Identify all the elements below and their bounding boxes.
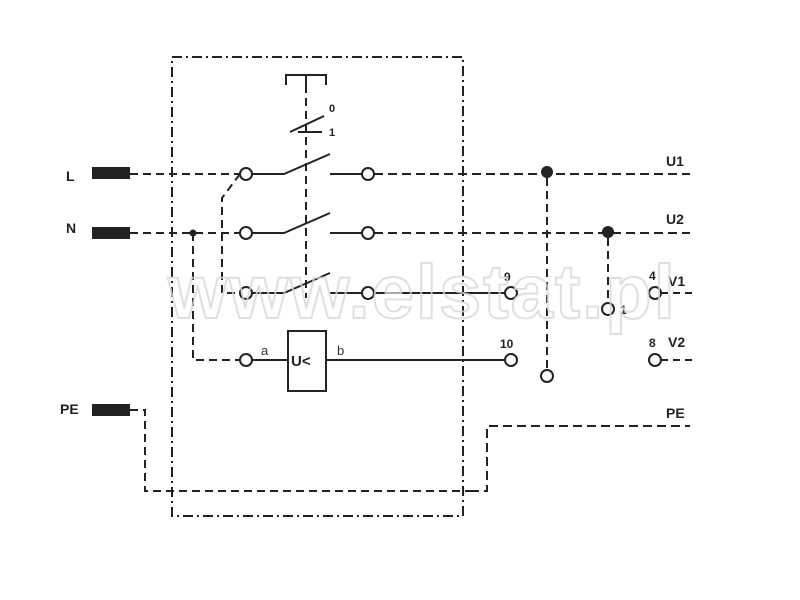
handle-icon: [285, 74, 327, 85]
terminal-9: [504, 286, 518, 300]
relay-pin-a: [239, 353, 253, 367]
undervoltage-relay: [287, 330, 327, 392]
wire-N-relay: [192, 233, 240, 361]
terminal-U1-drop: [540, 369, 554, 383]
label-t4: 4: [649, 269, 656, 283]
terminal-10: [504, 353, 518, 367]
label-pos-1: 1: [329, 127, 335, 139]
contact-N-right: [361, 226, 375, 240]
label-U1: U1: [666, 153, 684, 169]
label-V2: V2: [668, 334, 685, 350]
plug-N: [92, 227, 130, 239]
label-t9: 9: [504, 270, 511, 284]
label-U2: U2: [666, 211, 684, 227]
blade-2: [252, 212, 331, 234]
wire-L-jumper: [221, 173, 241, 294]
blade-3: [252, 272, 331, 294]
label-t1: 1: [620, 303, 627, 317]
lever-icon: [289, 115, 325, 133]
terminal-1: [601, 302, 615, 316]
label-PE-in: PE: [60, 401, 79, 417]
label-pos-0: 0: [329, 103, 335, 115]
junction-U1: [541, 166, 553, 178]
label-pin-b: b: [337, 343, 344, 358]
label-V1: V1: [668, 273, 685, 289]
relay-label: U<: [291, 353, 311, 370]
junction-N: [189, 229, 197, 237]
label-t10: 10: [500, 337, 514, 351]
label-N: N: [66, 220, 76, 236]
junction-U2: [602, 226, 614, 238]
terminal-8: [648, 353, 662, 367]
plug-L: [92, 167, 130, 179]
contact-L-left: [239, 167, 253, 181]
watermark: www.elstat.pl: [167, 250, 677, 335]
contact-L-right: [361, 167, 375, 181]
enclosure-border: [171, 56, 464, 517]
label-pin-a: a: [261, 343, 269, 358]
label-t8: 8: [649, 336, 656, 350]
wire-PE-out: [470, 425, 690, 492]
wire-PE-in: [130, 409, 470, 492]
label-L: L: [66, 168, 75, 184]
contact-N-left: [239, 226, 253, 240]
blade-1: [252, 153, 331, 175]
plug-PE: [92, 404, 130, 416]
label-PE-out: PE: [666, 405, 685, 421]
